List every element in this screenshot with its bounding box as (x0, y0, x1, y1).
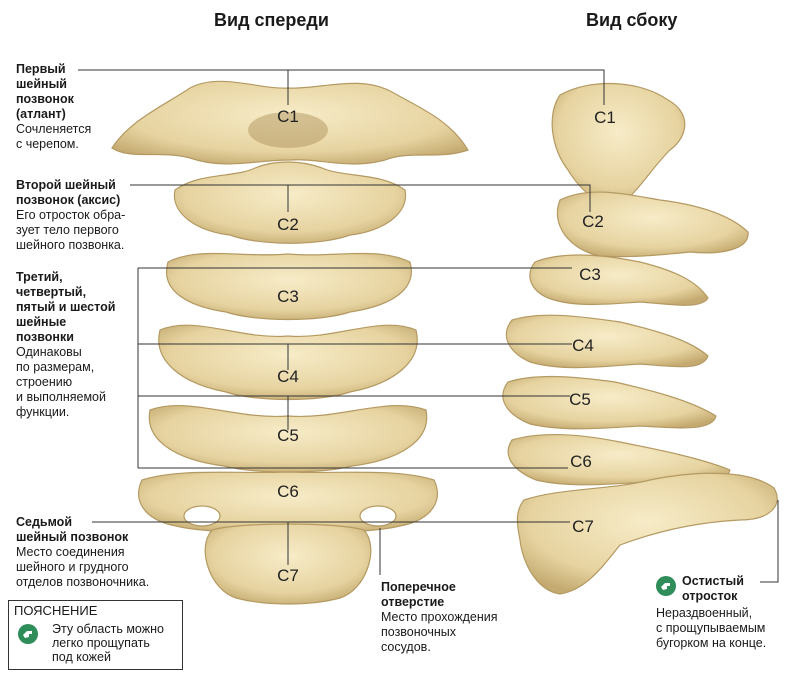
annotation-atlas-title: Первый шейный позвонок (атлант) (16, 62, 74, 121)
side-view-heading: Вид сбоку (586, 10, 678, 30)
palpation-hand-icon (18, 624, 38, 644)
annotation-seventh-title: Седьмой шейный позвонок (16, 515, 129, 544)
front-c1-atlas (111, 80, 469, 165)
legend-box (8, 600, 183, 670)
side-label-c4: C4 (572, 336, 594, 355)
front-view-heading: Вид спереди (214, 10, 329, 30)
side-spine (502, 82, 778, 595)
front-label-c2: C2 (277, 215, 299, 234)
front-label-c6: C6 (277, 482, 299, 501)
annotation-spinous-desc: Нераздвоенный, с прощупываемым бугорком … (656, 606, 767, 650)
front-c5 (148, 404, 428, 473)
side-c5 (502, 375, 717, 430)
front-c3 (166, 252, 412, 321)
leader-atlas (78, 69, 605, 105)
side-c3 (529, 254, 709, 306)
annotation-atlas: Первый шейный позвонок (атлант) Сочленяе… (16, 62, 126, 152)
palpation-hand-icon (656, 576, 676, 596)
front-label-c5: C5 (277, 426, 299, 445)
front-label-c3: C3 (277, 287, 299, 306)
side-label-c2: C2 (582, 212, 604, 231)
annotation-spinous: Остистый отросток (682, 574, 792, 604)
annotation-middle-title: Третий, четвертый, пятый и шестой шейные… (16, 270, 116, 344)
legend-title: ПОЯСНЕНИЕ (14, 603, 98, 618)
side-c2 (556, 191, 749, 258)
front-c2-axis (173, 161, 407, 244)
leader-spinous (760, 500, 779, 583)
side-label-c3: C3 (579, 265, 601, 284)
annotation-atlas-desc: Сочленяется с черепом. (16, 122, 92, 151)
front-foramen-right (359, 505, 397, 527)
side-label-c1: C1 (594, 108, 616, 127)
annotation-seventh-desc: Место соединения шейного и грудного отде… (16, 545, 150, 589)
annotation-axis-desc: Его отросток обра- зует тело первого шей… (16, 208, 126, 252)
annotation-foramen-title: Поперечное отверстие (381, 580, 456, 609)
annotation-seventh: Седьмой шейный позвонок Место соединения… (16, 515, 176, 590)
annotation-spinous-title: Остистый отросток (682, 574, 744, 603)
annotation-middle: Третий, четвертый, пятый и шестой шейные… (16, 270, 136, 420)
side-c1 (551, 82, 686, 206)
side-label-c6: C6 (570, 452, 592, 471)
annotation-axis: Второй шейный позвонок (аксис) Его отрос… (16, 178, 166, 253)
legend-text: Эту область можно легко прощупать под ко… (52, 622, 164, 664)
side-c4 (506, 314, 709, 369)
annotation-foramen: Поперечное отверстие Место прохождения п… (381, 580, 521, 655)
front-label-c7: C7 (277, 566, 299, 585)
front-foramen-left (183, 505, 221, 527)
front-label-c4: C4 (277, 367, 299, 386)
side-c7 (516, 472, 778, 595)
front-label-c1: C1 (277, 107, 299, 126)
leader-axis (130, 184, 591, 212)
annotation-spinous-desc-block: Нераздвоенный, с прощупываемым бугорком … (656, 606, 792, 651)
annotation-axis-title: Второй шейный позвонок (аксис) (16, 178, 121, 207)
annotation-middle-desc: Одинаковы по размерам, строению и выполн… (16, 345, 106, 419)
side-label-c5: C5 (569, 390, 591, 409)
leader-lines (78, 69, 779, 583)
side-label-c7: C7 (572, 517, 594, 536)
annotation-foramen-desc: Место прохождения позвоночных сосудов. (381, 610, 498, 654)
